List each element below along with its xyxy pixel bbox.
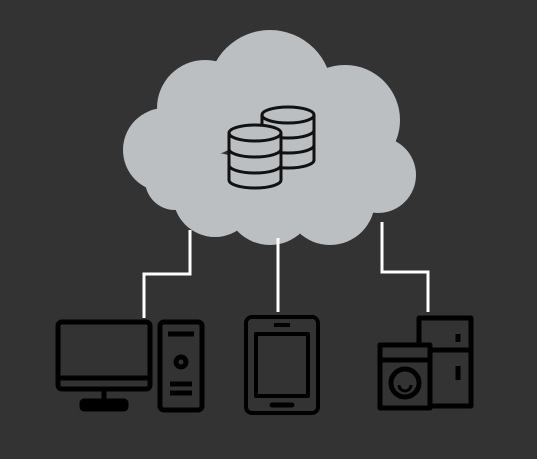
tablet-body (244, 315, 320, 415)
database-icon (227, 105, 316, 190)
washer-door (388, 366, 422, 400)
tablet-screen (254, 332, 310, 398)
appliances-icon (377, 315, 474, 411)
connector-appliances (380, 222, 430, 312)
desktop-computer-icon (55, 319, 205, 413)
tower (157, 319, 205, 413)
monitor-stand (79, 398, 129, 412)
connector-desktop (142, 230, 192, 318)
connector-lines (142, 222, 430, 318)
database-stack-front (227, 123, 283, 190)
tablet-icon (244, 315, 320, 415)
